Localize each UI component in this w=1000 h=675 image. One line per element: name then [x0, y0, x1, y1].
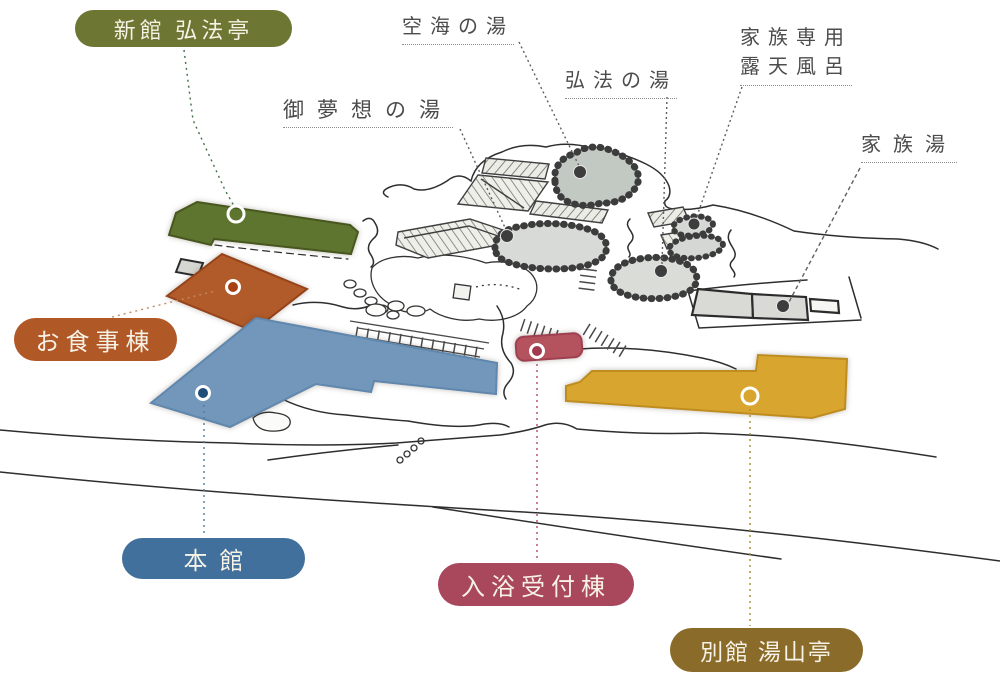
label-rotenburo: 家族専用 露天風呂 — [740, 24, 852, 86]
label-kobo: 弘法の湯 — [565, 68, 677, 99]
label-kazokuyu: 家族湯 — [861, 132, 957, 163]
label-nyuyoku: 入浴受付棟 — [438, 563, 634, 606]
garden-sketch — [252, 254, 538, 464]
leader-lines — [111, 41, 861, 626]
building-honkan — [148, 316, 499, 429]
label-gomuso: 御夢想の湯 — [283, 96, 453, 129]
marker-kobo-dot — [654, 264, 668, 278]
marker-shinkan-ring — [226, 204, 246, 224]
marker-kukai-dot — [573, 165, 587, 179]
kobo-pond — [607, 253, 701, 303]
label-honkan: 本館 — [122, 538, 305, 579]
label-oshokuji: お食事棟 — [14, 318, 177, 361]
marker-rotenburo-dot — [687, 217, 701, 231]
leader-rotenburo — [695, 86, 743, 220]
location-markers — [195, 165, 790, 406]
bath-ponds — [491, 143, 726, 303]
leader-kazokuyu — [788, 167, 861, 303]
label-kukai: 空海の湯 — [402, 14, 514, 45]
marker-nyuyoku-dot — [529, 343, 545, 359]
building-shinkan — [167, 200, 360, 256]
leader-gomuso — [459, 128, 508, 233]
leader-kukai — [518, 41, 580, 167]
leader-shinkan — [183, 49, 235, 207]
marker-honkan-dot — [195, 385, 211, 401]
label-shinkan: 新館 弘法亭 — [75, 10, 292, 47]
label-bekkan: 別館 湯山亭 — [670, 628, 863, 672]
building-bekkan — [565, 353, 849, 420]
marker-gomuso-dot — [500, 229, 514, 243]
label-rotenburo-line2: 露天風呂 — [740, 56, 852, 78]
marker-bekkan-ring — [740, 386, 760, 406]
label-rotenburo-line1: 家族専用 — [740, 27, 852, 49]
building-nyuyoku — [514, 332, 584, 362]
kukai-pond — [551, 143, 642, 209]
marker-oshokuji-dot — [225, 279, 241, 295]
marker-kazokuyu-dot — [776, 299, 790, 313]
gomuso-pond — [491, 220, 610, 273]
